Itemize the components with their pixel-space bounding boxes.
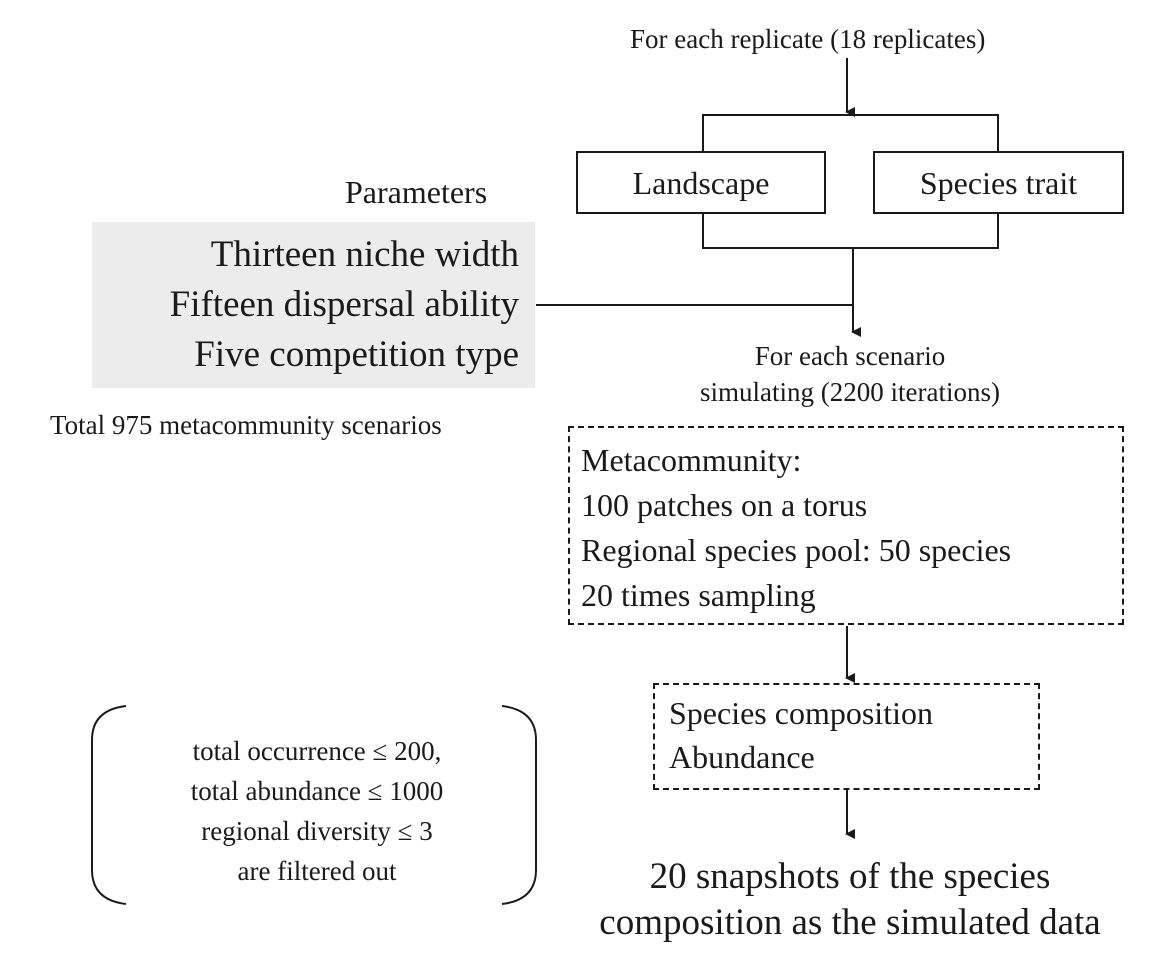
upper-bracket-line xyxy=(702,114,999,152)
landscape-label: Landscape xyxy=(632,165,770,201)
parameters-heading: Parameters xyxy=(345,174,488,210)
filter-result: are filtered out xyxy=(237,856,397,886)
parameter-competition-type: Five competition type xyxy=(194,334,519,375)
filter-brackets xyxy=(91,705,537,905)
output-abundance: Abundance xyxy=(669,739,815,775)
output-box: Species composition Abundance xyxy=(653,683,1040,790)
final-output: 20 snapshots of the species composition … xyxy=(570,854,1130,946)
final-line-1: 20 snapshots of the species xyxy=(649,856,1051,897)
right-bracket xyxy=(501,705,537,905)
metacommunity-title: Metacommunity: xyxy=(581,442,802,478)
output-text: Species composition Abundance xyxy=(669,691,933,779)
metacommunity-text: Metacommunity: 100 patches on a torus Re… xyxy=(581,438,1011,618)
species-trait-box: Species trait xyxy=(873,151,1124,214)
filter-diversity: regional diversity ≤ 3 xyxy=(201,816,433,846)
metacommunity-box: Metacommunity: 100 patches on a torus Re… xyxy=(568,426,1124,625)
total-scenarios-label: Total 975 metacommunity scenarios xyxy=(50,410,442,440)
scenario-label: For each scenario simulating (2200 itera… xyxy=(650,338,1050,410)
filter-abundance: total abundance ≤ 1000 xyxy=(190,776,444,806)
parameters-panel xyxy=(92,222,535,388)
parameter-niche-width: Thirteen niche width xyxy=(210,234,519,275)
scenario-line-2: simulating (2200 iterations) xyxy=(700,377,1000,407)
left-bracket xyxy=(91,705,127,905)
filter-occurrence: total occurrence ≤ 200, xyxy=(192,736,442,766)
landscape-box: Landscape xyxy=(576,151,826,214)
parameter-dispersal-ability: Fifteen dispersal ability xyxy=(169,284,519,325)
metacommunity-sampling: 20 times sampling xyxy=(581,577,816,613)
final-line-2: composition as the simulated data xyxy=(599,902,1101,943)
replicate-label: For each replicate (18 replicates) xyxy=(630,24,986,54)
output-species-composition: Species composition xyxy=(669,695,933,731)
species-trait-label: Species trait xyxy=(919,165,1078,201)
filter-note: total occurrence ≤ 200, total abundance … xyxy=(92,731,542,891)
metacommunity-species-pool: Regional species pool: 50 species xyxy=(581,532,1012,568)
lower-bracket-line xyxy=(702,213,999,249)
scenario-line-1: For each scenario xyxy=(754,341,946,371)
metacommunity-patches: 100 patches on a torus xyxy=(581,487,868,523)
